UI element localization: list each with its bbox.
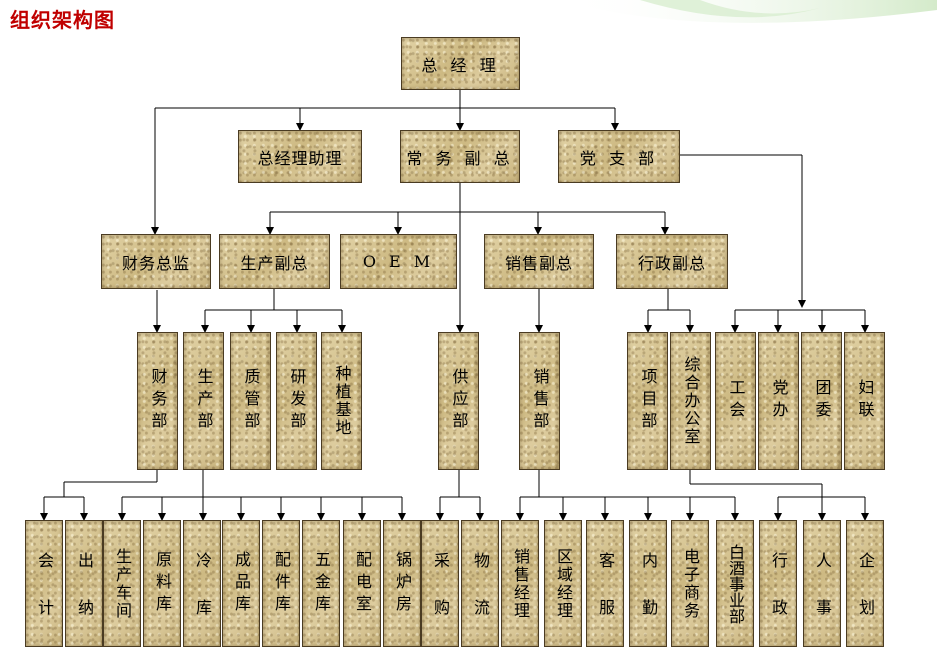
node-field-support: 内勤: [629, 520, 667, 647]
node-finance-dept: 财务部: [137, 332, 178, 470]
node-finished-goods-store: 成品库: [222, 520, 260, 647]
node-general-manager: 总 经 理: [401, 37, 520, 90]
node-project-dept: 项目部: [627, 332, 668, 470]
node-womens-federation: 妇联: [844, 332, 885, 470]
node-finance-director: 财务总监: [101, 234, 211, 289]
node-ecommerce: 电子商务: [671, 520, 709, 647]
node-gm-assistant: 总经理助理: [238, 130, 362, 183]
node-sales-manager: 销售经理: [501, 520, 539, 647]
node-youth-league: 团委: [801, 332, 842, 470]
node-customer-service: 客服: [586, 520, 624, 647]
node-cashier: 出纳: [65, 520, 103, 647]
node-production-dept: 生产部: [183, 332, 224, 470]
node-boiler-room: 锅炉房: [383, 520, 421, 647]
node-executive-vp: 常 务 副 总: [400, 130, 520, 183]
node-liquor-division: 白酒事业部: [716, 520, 754, 647]
node-supply-dept: 供应部: [438, 332, 479, 470]
node-admin-vp: 行政副总: [616, 234, 728, 289]
node-production-vp: 生产副总: [219, 234, 330, 289]
node-production-workshop: 生产车间: [103, 520, 141, 647]
node-administration: 行政: [759, 520, 797, 647]
node-logistics: 物流: [461, 520, 499, 647]
node-raw-material-store: 原料库: [143, 520, 181, 647]
node-union: 工会: [715, 332, 756, 470]
node-regional-manager: 区域经理: [544, 520, 582, 647]
node-human-resources: 人事: [803, 520, 841, 647]
node-general-office: 综合办公室: [670, 332, 711, 470]
node-party-branch: 党 支 部: [558, 130, 680, 183]
page-title: 组织架构图: [10, 8, 115, 32]
node-party-office: 党办: [758, 332, 799, 470]
node-sales-vp: 销售副总: [484, 234, 594, 289]
node-rnd-dept: 研发部: [276, 332, 317, 470]
node-sales-dept: 销售部: [519, 332, 560, 470]
node-accounting: 会计: [25, 520, 63, 647]
node-purchasing: 采购: [421, 520, 459, 647]
node-quality-dept: 质管部: [230, 332, 271, 470]
node-cold-storage: 冷库: [183, 520, 221, 647]
node-hardware-store: 五金库: [302, 520, 340, 647]
node-planning: 企划: [846, 520, 884, 647]
node-planting-base: 种植基地: [321, 332, 362, 470]
node-oem: O E M: [340, 234, 457, 289]
node-parts-store: 配件库: [262, 520, 300, 647]
node-power-room: 配电室: [343, 520, 381, 647]
